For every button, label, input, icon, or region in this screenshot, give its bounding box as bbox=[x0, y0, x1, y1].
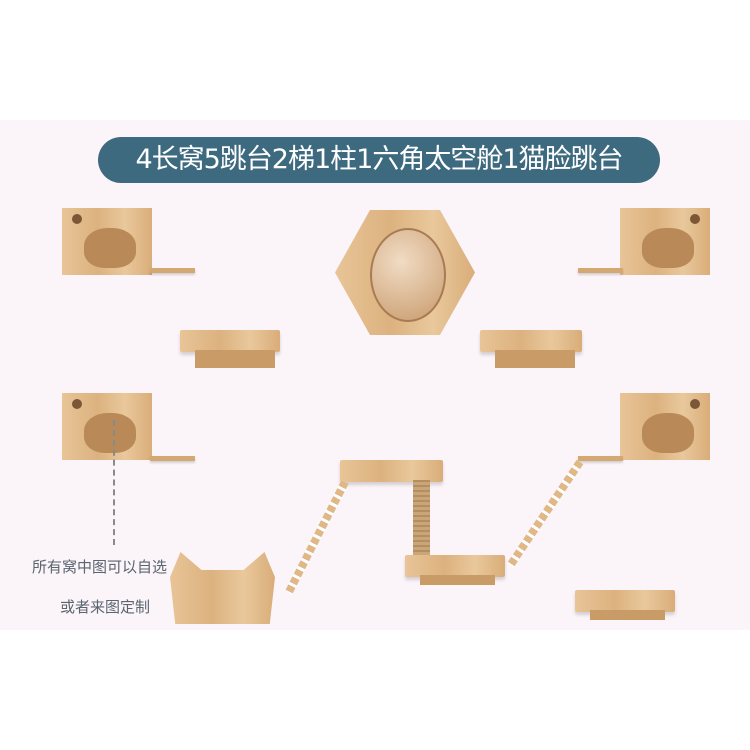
product-title-banner: 4长窝5跳台2梯1柱1六角太空舱1猫脸跳台 bbox=[98, 137, 660, 183]
jump-platform bbox=[405, 555, 505, 577]
box-ledge bbox=[578, 456, 623, 461]
annotation-pointer-line bbox=[113, 420, 115, 545]
sisal-post bbox=[413, 480, 430, 575]
cat-box-mid-left bbox=[62, 393, 152, 460]
cat-box-mid-right bbox=[620, 393, 710, 460]
background-band bbox=[0, 120, 750, 630]
box-ledge bbox=[578, 268, 623, 273]
jump-platform bbox=[340, 460, 443, 482]
box-ledge bbox=[150, 456, 195, 461]
box-ledge bbox=[150, 268, 195, 273]
cat-box-top-left bbox=[62, 208, 152, 275]
hexagon-space-capsule bbox=[335, 210, 475, 335]
jump-platform bbox=[180, 330, 280, 352]
cat-box-top-right bbox=[620, 208, 710, 275]
jump-platform bbox=[480, 330, 582, 352]
annotation-line-2: 或者来图定制 bbox=[60, 598, 151, 616]
jump-platform bbox=[575, 590, 675, 612]
annotation-line-1: 所有窝中图可以自选 bbox=[32, 558, 168, 576]
